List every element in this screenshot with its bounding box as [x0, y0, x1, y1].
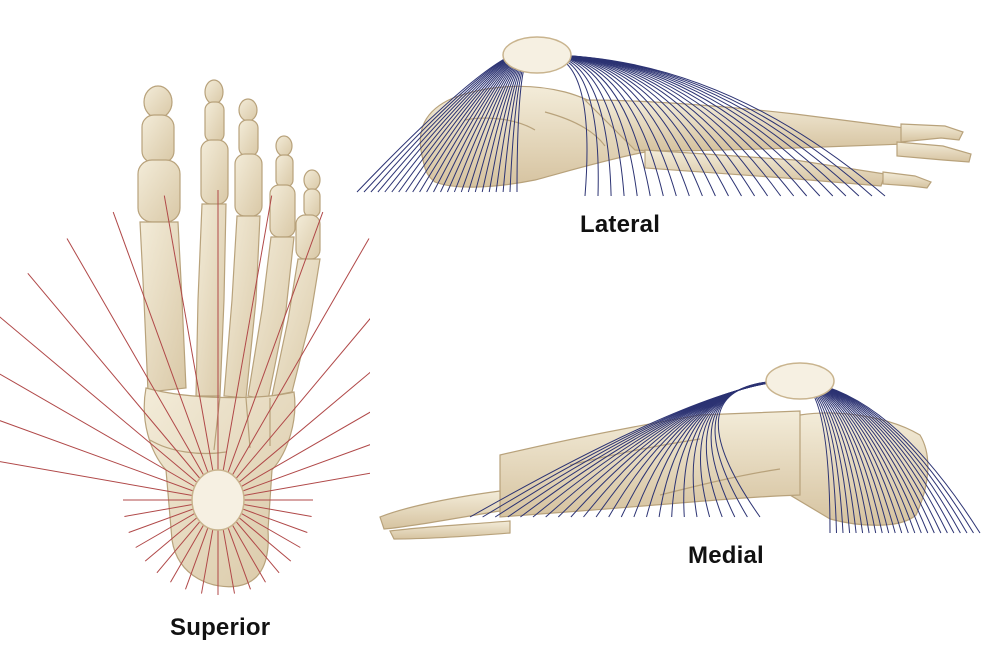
superior-view-panel [0, 0, 370, 620]
superior-radiating-line [0, 316, 219, 501]
superior-radiating-line [217, 444, 370, 501]
superior-radiating-line [217, 472, 370, 501]
medial-foot-illustration [379, 362, 981, 540]
lateral-arc-line [516, 52, 886, 197]
talus-head-superior [191, 469, 245, 531]
medial-label: Medial [688, 542, 764, 569]
lateral-foot-illustration [356, 36, 972, 197]
talus-dome-medial [765, 362, 835, 400]
superior-radiating-line [217, 318, 370, 501]
superior-radiating-line [112, 211, 219, 501]
superior-radiating-line [66, 238, 219, 501]
superior-radiating-line [217, 371, 370, 501]
talus-dome-lateral [502, 36, 572, 74]
lateral-view-panel [345, 20, 995, 210]
superior-radiating-line [217, 195, 273, 501]
superior-radiating-line [0, 461, 219, 501]
superior-radiating-line [163, 195, 219, 501]
superior-radiating-line [217, 411, 370, 501]
medial-view-panel [360, 345, 990, 545]
superior-radiating-line [0, 420, 219, 501]
lateral-label: Lateral [580, 211, 661, 238]
superior-label: Superior [170, 614, 271, 641]
superior-radiating-line [0, 373, 219, 501]
medial-foot-bones [379, 410, 929, 540]
superior-radiating-line [217, 238, 370, 501]
superior-foot-illustration [0, 79, 370, 595]
superior-radiating-line [217, 211, 324, 501]
superior-radiating-line [27, 272, 219, 501]
